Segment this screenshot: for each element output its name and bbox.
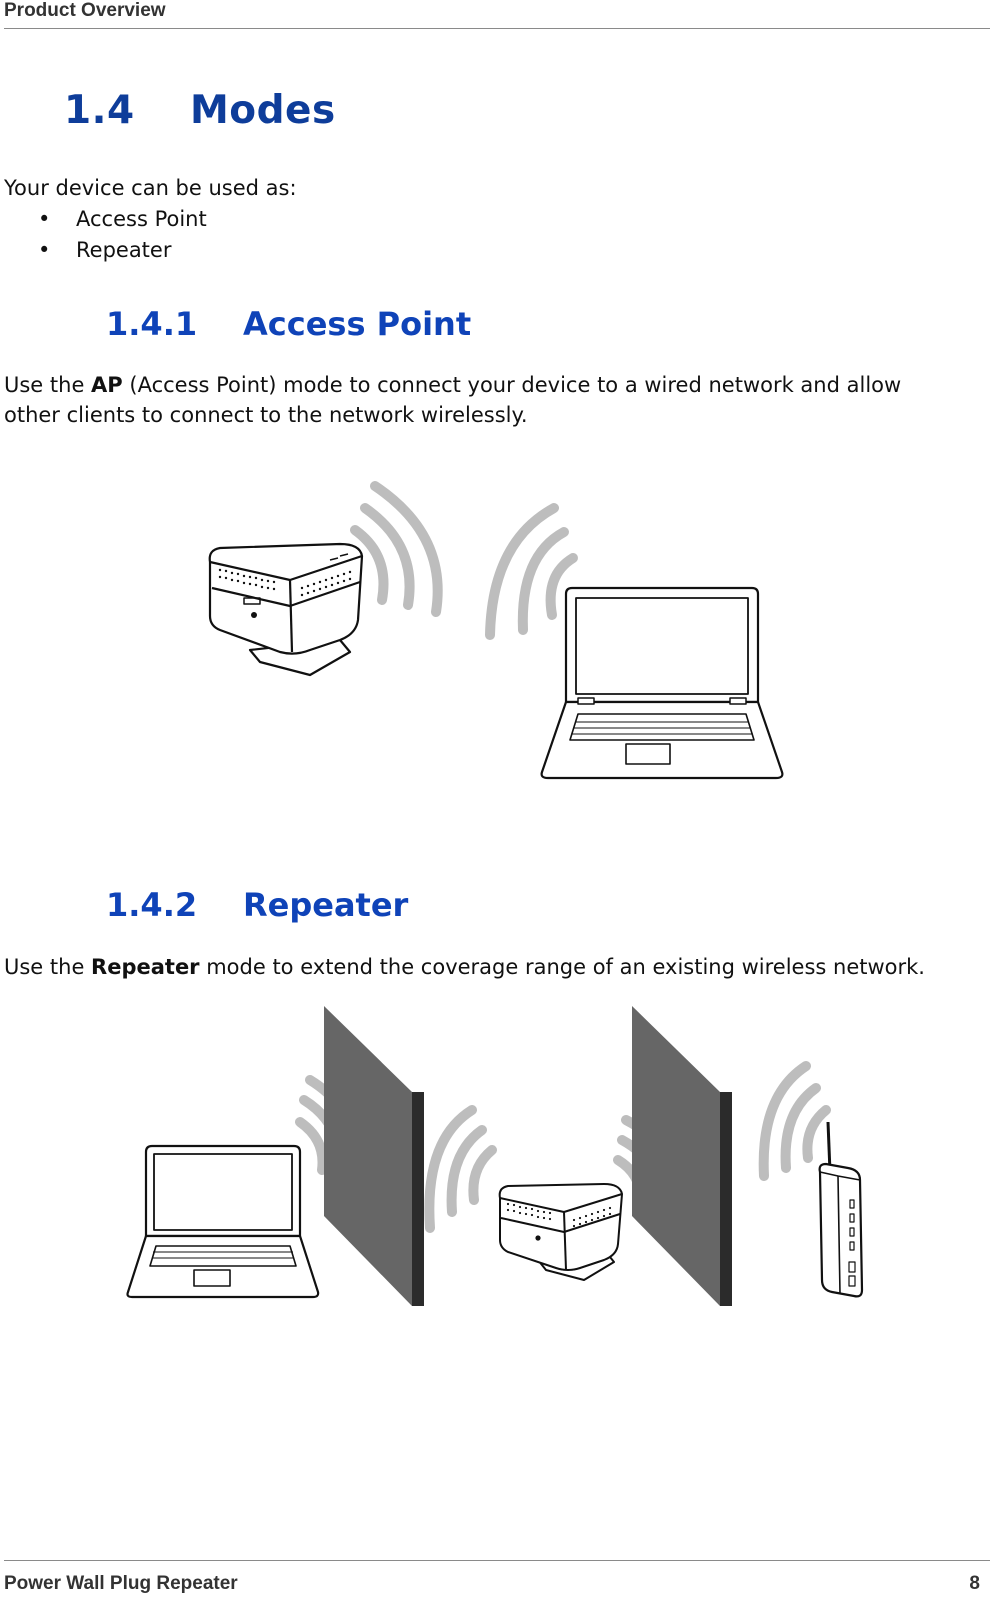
wifi-signal-waves-icon — [350, 481, 443, 617]
text-run: mode to extend the coverage range of an … — [199, 955, 925, 979]
subsection-number: 1.4.2 — [106, 886, 198, 924]
section-title: Modes — [190, 88, 336, 133]
laptop-icon — [126, 1144, 320, 1299]
wifi-signal-waves-icon — [485, 503, 578, 640]
running-footer: Power Wall Plug Repeater 8 — [4, 1560, 990, 1595]
bullet-glyph: • — [38, 238, 51, 262]
subsection-number: 1.4.1 — [106, 305, 198, 343]
keyword-ap: AP — [91, 373, 123, 397]
text-run: Use the — [4, 373, 92, 397]
subsection-title: Repeater — [243, 886, 409, 924]
access-point-description: Use the AP (Access Point) mode to connec… — [4, 370, 994, 430]
repeater-illustration — [126, 1006, 864, 1306]
subsection-title: Access Point — [243, 305, 472, 343]
repeater-device-icon — [498, 1183, 623, 1281]
modes-intro: Your device can be used as: — [4, 176, 297, 200]
header-section-title: Product Overview — [4, 0, 166, 21]
wifi-signal-waves-icon — [758, 1061, 831, 1181]
section-heading-modes: 1.4 Modes — [64, 88, 336, 133]
repeater-description: Use the Repeater mode to extend the cove… — [4, 952, 994, 982]
running-header: Product Overview — [4, 0, 990, 29]
section-number: 1.4 — [64, 88, 135, 133]
router-icon — [818, 1121, 864, 1298]
list-item-label: Repeater — [76, 238, 172, 262]
footer-title: Power Wall Plug Repeater — [4, 1573, 238, 1594]
wall-icon — [324, 1006, 424, 1306]
list-item: • Repeater — [38, 235, 207, 266]
text-run: (Access Point) mode to connect your devi… — [122, 373, 902, 397]
text-run: Use the — [4, 955, 92, 979]
page-number: 8 — [969, 1573, 980, 1594]
subsection-heading-repeater: 1.4.2 Repeater — [106, 886, 408, 924]
list-item: • Access Point — [38, 204, 207, 235]
access-point-illustration — [208, 481, 784, 780]
wifi-signal-waves-icon — [424, 1105, 497, 1233]
modes-list: • Access Point • Repeater — [38, 204, 207, 266]
text-run: other clients to connect to the network … — [4, 403, 528, 427]
bullet-glyph: • — [38, 207, 51, 231]
laptop-icon — [540, 586, 784, 780]
repeater-device-icon — [208, 542, 364, 677]
subsection-heading-access-point: 1.4.1 Access Point — [106, 305, 471, 343]
list-item-label: Access Point — [76, 207, 207, 231]
keyword-repeater: Repeater — [91, 955, 200, 979]
wall-icon — [632, 1006, 732, 1306]
